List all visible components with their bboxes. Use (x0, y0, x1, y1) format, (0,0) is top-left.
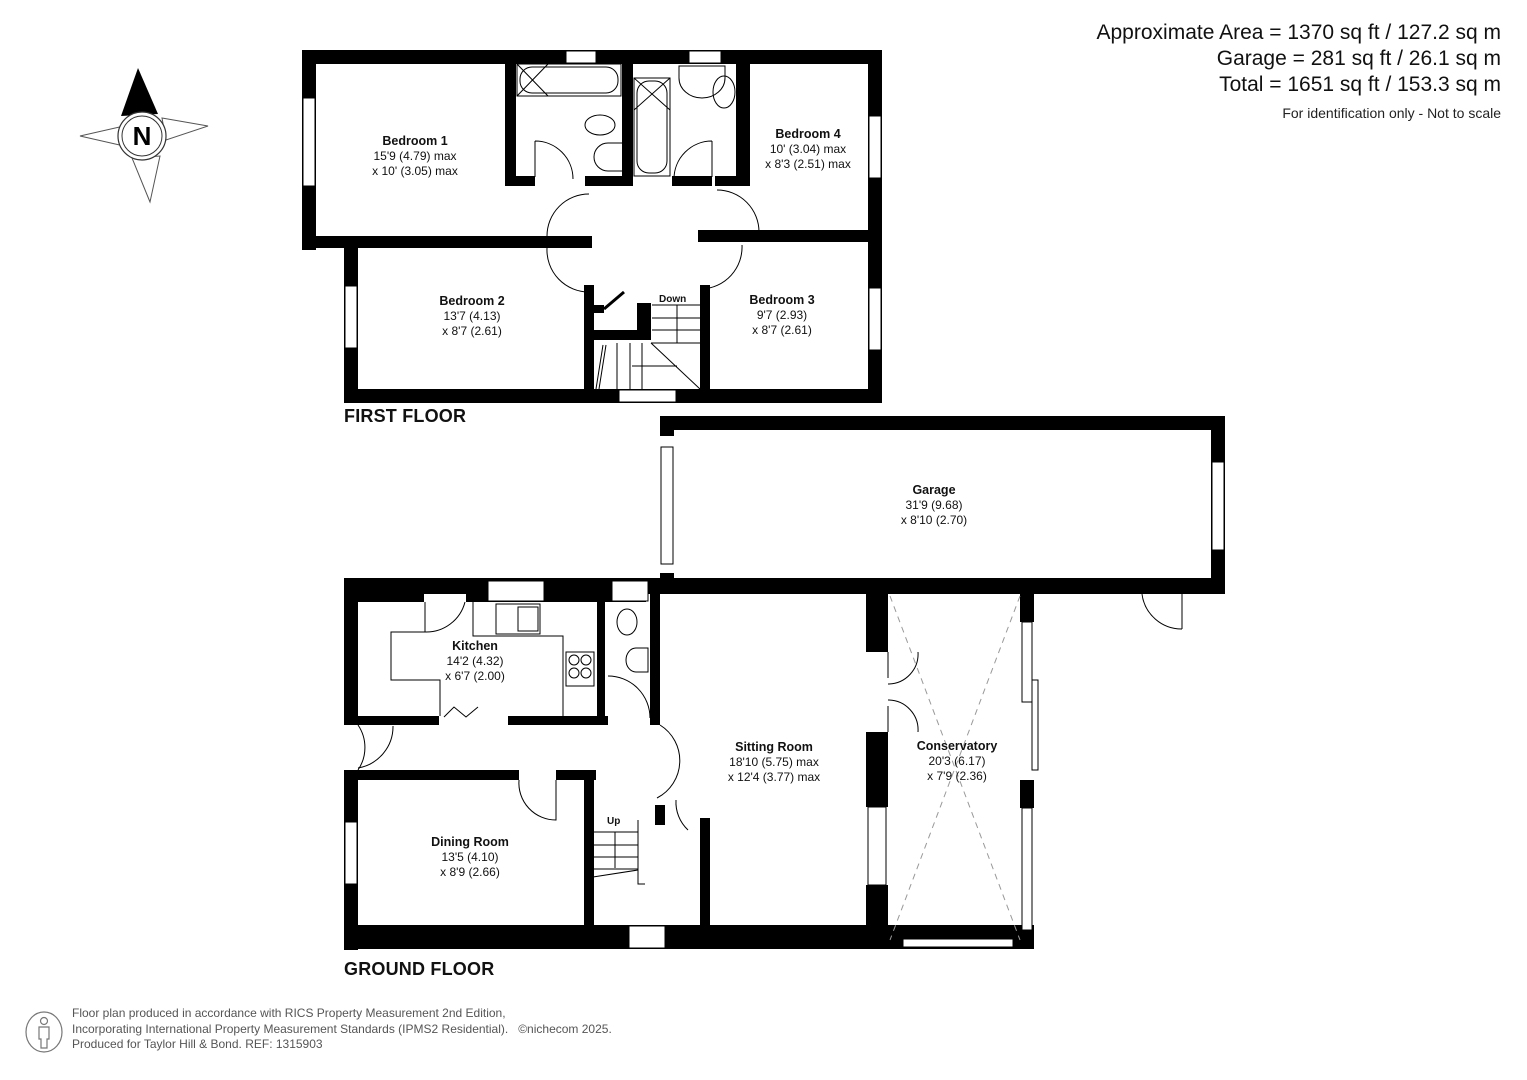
room-label-bedroom-3: Bedroom 3 9'7 (2.93) x 8'7 (2.61) (749, 293, 814, 338)
room-name: Bedroom 3 (749, 293, 815, 307)
stairs-down-label: Down (659, 294, 687, 305)
ground-floor-plan (344, 580, 1034, 950)
room-dimension: 20'3 (6.17) (928, 754, 986, 768)
room-dimension: x 8'3 (2.51) max (765, 157, 851, 171)
garage-door-swing (1141, 593, 1183, 630)
room-label-bedroom-4: Bedroom 4 10' (3.04) max x 8'3 (2.51) ma… (765, 127, 851, 172)
room-dimension: x 8'7 (2.61) (752, 323, 812, 337)
room-dimension: x 10' (3.05) max (372, 164, 458, 178)
room-label-conservatory: Conservatory 20'3 (6.17) x 7'9 (2.36) (917, 739, 998, 784)
total-area-text: Total = 1651 sq ft / 153.3 sq m (1219, 73, 1501, 96)
footer-credits: Floor plan produced in accordance with R… (72, 1006, 612, 1053)
room-label-bedroom-2: Bedroom 2 13'7 (4.13) x 8'7 (2.61) (439, 294, 504, 339)
footer-line-2: Incorporating International Property Mea… (72, 1022, 612, 1038)
garage-area-text: Garage = 281 sq ft / 26.1 sq m (1216, 47, 1501, 70)
area-summary: Approximate Area = 1370 sq ft / 127.2 sq… (1097, 20, 1502, 124)
room-name: Sitting Room (735, 740, 813, 754)
room-name: Garage (912, 483, 956, 497)
room-name: Bedroom 4 (775, 127, 841, 141)
room-label-sitting-room: Sitting Room 18'10 (5.75) max x 12'4 (3.… (728, 740, 820, 785)
room-label-garage: Garage 31'9 (9.68) x 8'10 (2.70) (901, 483, 967, 528)
room-dimension: 15'9 (4.79) max (373, 149, 457, 163)
ground-floor-windows (344, 580, 1039, 949)
room-dimension: 31'9 (9.68) (905, 498, 963, 512)
room-dimension: 13'5 (4.10) (441, 850, 499, 864)
ground-floor-fixtures (357, 601, 919, 885)
room-name: Dining Room (431, 835, 509, 849)
room-dimension: x 8'7 (2.61) (442, 324, 502, 338)
room-dimension: 10' (3.04) max (769, 142, 847, 156)
person-scale-icon (25, 1011, 63, 1053)
footer-line-3: Produced for Taylor Hill & Bond. REF: 13… (72, 1037, 323, 1051)
room-label-dining-room: Dining Room 13'5 (4.10) x 8'9 (2.66) (431, 835, 509, 880)
room-name: Bedroom 1 (382, 134, 448, 148)
svg-text:N: N (133, 121, 152, 151)
room-dimension: 14'2 (4.32) (446, 654, 504, 668)
footer-line-2-text: Incorporating International Property Mea… (72, 1021, 509, 1036)
room-name: Conservatory (916, 739, 998, 753)
stairs-up-label: Up (607, 816, 621, 827)
approximate-area-text: Approximate Area = 1370 sq ft / 127.2 sq… (1096, 21, 1502, 44)
north-arrow-compass-icon: N (79, 68, 209, 204)
garage-windows (660, 446, 1225, 565)
room-dimension: x 12'4 (3.77) max (727, 770, 821, 784)
scale-disclaimer: For identification only - Not to scale (1282, 105, 1501, 121)
room-name: Bedroom 2 (439, 294, 505, 308)
room-label-bedroom-1: Bedroom 1 15'9 (4.79) max x 10' (3.05) m… (372, 134, 458, 179)
room-dimension: x 6'7 (2.00) (445, 669, 505, 683)
room-dimension: 13'7 (4.13) (443, 309, 501, 323)
first-floor-fixtures (516, 63, 760, 390)
room-label-kitchen: Kitchen 14'2 (4.32) x 6'7 (2.00) (445, 639, 505, 684)
room-dimension: x 8'9 (2.66) (440, 865, 500, 879)
first-floor-plan (302, 50, 882, 403)
room-dimension: 9'7 (2.93) (756, 308, 808, 322)
room-dimension: 18'10 (5.75) max (729, 755, 819, 769)
room-name: Kitchen (452, 639, 498, 653)
footer-line-1: Floor plan produced in accordance with R… (72, 1006, 506, 1020)
garage-plan (344, 416, 1225, 594)
copyright-text: ©nichecom 2025. (518, 1021, 612, 1036)
first-floor-title: FIRST FLOOR (344, 406, 467, 426)
first-floor-windows (302, 50, 882, 403)
room-dimension: x 7'9 (2.36) (927, 769, 987, 783)
ground-floor-title: GROUND FLOOR (344, 959, 495, 979)
room-dimension: x 8'10 (2.70) (900, 513, 968, 527)
